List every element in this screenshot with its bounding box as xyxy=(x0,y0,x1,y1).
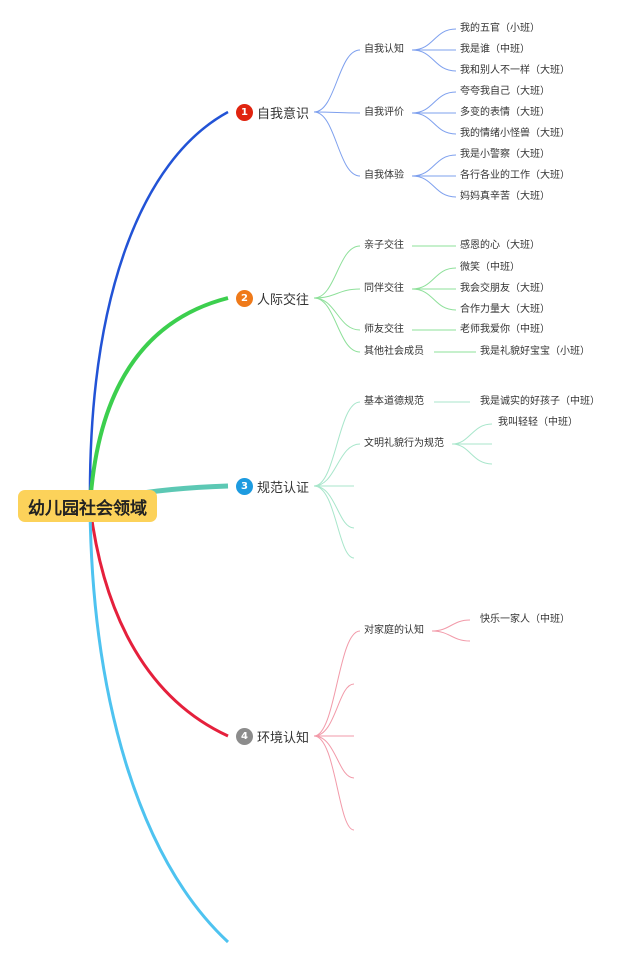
branch-1-number-badge: 1 xyxy=(236,103,253,121)
branch-2-number-badge: 2 xyxy=(236,289,253,307)
b1-leaf-connector xyxy=(411,175,457,198)
sub-topic[interactable]: 自我评价 xyxy=(364,107,404,118)
leaf-topic[interactable]: 老师我爱你（中班） xyxy=(460,324,550,335)
branch-1-label: 自我意识 xyxy=(257,106,310,122)
leaf-topic[interactable]: 我的情绪小怪兽（大班） xyxy=(460,128,570,139)
leaf-topic[interactable]: 我和别人不一样（大班） xyxy=(460,65,570,76)
b4-sub-connector xyxy=(313,735,355,831)
leaf-topic[interactable]: 夸夸我自己（大班） xyxy=(460,86,550,97)
leaf-topic[interactable]: 我的五官（小班） xyxy=(460,23,540,34)
leaf-topic[interactable]: 感恩的心（大班） xyxy=(460,240,540,251)
branch-1-connector xyxy=(88,110,229,507)
sub-topic[interactable]: 自我体验 xyxy=(364,170,404,181)
b4-sub-connector xyxy=(313,630,361,737)
sub-topic[interactable]: 亲子交往 xyxy=(364,240,404,251)
b4-leaf-connector xyxy=(431,619,471,632)
b1-sub-connector xyxy=(313,111,361,177)
branch-3-topic[interactable]: 3 规范认证 xyxy=(236,474,309,498)
branch-4-number-badge: 4 xyxy=(236,727,253,745)
b3-sub-connector xyxy=(313,485,355,559)
b1-leaf-connector xyxy=(411,91,457,114)
b1-sub-connector xyxy=(313,111,361,114)
b3-sub-connector xyxy=(313,401,361,487)
leaf-topic[interactable]: 我是礼貌好宝宝（小班） xyxy=(480,346,590,357)
leaf-topic[interactable]: 妈妈真辛苦（大班） xyxy=(460,191,550,202)
branch-2-label: 人际交往 xyxy=(257,292,310,308)
leaf-topic[interactable]: 各行各业的工作（大班） xyxy=(460,170,570,181)
leaf-topic[interactable]: 我是谁（中班） xyxy=(460,44,530,55)
branch-3-label: 规范认证 xyxy=(257,480,310,496)
root-topic[interactable]: 幼儿园社会领域 xyxy=(18,490,157,522)
b2-sub-connector xyxy=(313,297,361,353)
branch-4-label: 环境认知 xyxy=(257,730,310,746)
b2-leaf-connector xyxy=(411,288,457,311)
branch-2-connector xyxy=(88,296,229,507)
sub-topic[interactable]: 基本道德规范 xyxy=(364,396,424,407)
b3-leaf-connector xyxy=(451,443,493,465)
b1-leaf-connector xyxy=(411,112,457,135)
b2-leaf-connector xyxy=(411,267,457,290)
leaf-topic[interactable]: 微笑（中班） xyxy=(460,262,520,273)
sub-topic[interactable]: 同伴交往 xyxy=(364,283,404,294)
b1-leaf-connector xyxy=(411,49,457,72)
leaf-topic[interactable]: 合作力量大（大班） xyxy=(460,304,550,315)
b4-sub-connector xyxy=(313,735,355,779)
b3-sub-connector xyxy=(313,443,361,487)
b4-sub-connector xyxy=(313,683,355,737)
leaf-topic[interactable]: 多变的表情（大班） xyxy=(460,107,550,118)
branch-4-topic[interactable]: 4 环境认知 xyxy=(236,724,309,748)
b2-sub-connector xyxy=(313,245,361,299)
b3-sub-connector xyxy=(313,485,355,529)
b1-leaf-connector xyxy=(411,28,457,51)
sub-topic[interactable]: 自我认知 xyxy=(364,44,404,55)
branch-1-topic[interactable]: 1 自我意识 xyxy=(236,100,309,124)
leaf-topic[interactable]: 快乐一家人（中班） xyxy=(480,614,570,625)
sub-topic[interactable]: 文明礼貌行为规范 xyxy=(364,438,444,449)
leaf-topic[interactable]: 我叫轻轻（中班） xyxy=(498,417,578,428)
b4-leaf-connector xyxy=(431,630,471,642)
branch-5-connector xyxy=(88,505,230,944)
branch-4-connector xyxy=(88,505,229,738)
sub-topic[interactable]: 其他社会成员 xyxy=(364,346,424,357)
leaf-topic[interactable]: 我是诚实的好孩子（中班） xyxy=(480,396,600,407)
b1-sub-connector xyxy=(313,49,361,113)
sub-topic[interactable]: 对家庭的认知 xyxy=(364,625,424,636)
branch-3-number-badge: 3 xyxy=(236,477,253,495)
branch-2-topic[interactable]: 2 人际交往 xyxy=(236,286,309,310)
leaf-topic[interactable]: 我会交朋友（大班） xyxy=(460,283,550,294)
b2-sub-connector xyxy=(313,288,361,299)
b1-leaf-connector xyxy=(411,154,457,177)
leaf-topic[interactable]: 我是小警察（大班） xyxy=(460,149,550,160)
b3-leaf-connector xyxy=(451,423,493,445)
sub-topic[interactable]: 师友交往 xyxy=(364,324,404,335)
